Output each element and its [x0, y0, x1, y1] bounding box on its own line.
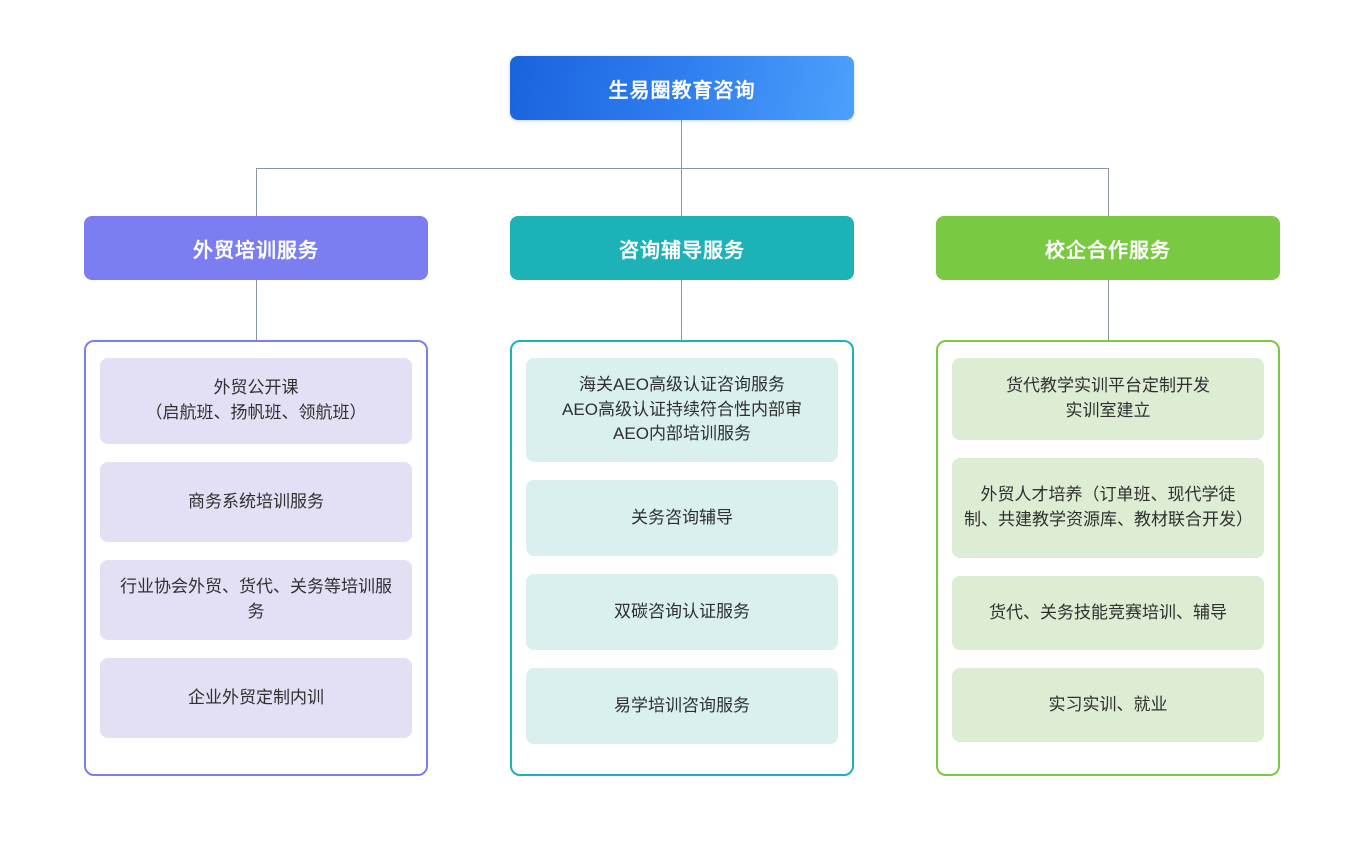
- connector-horizontal-bus: [256, 168, 1108, 169]
- connector-root-vertical: [681, 120, 682, 168]
- item-school-enterprise-2[interactable]: 货代、关务技能竞赛培训、辅导: [952, 576, 1264, 650]
- branch-box-school-enterprise: 货代教学实训平台定制开发 实训室建立 外贸人才培养（订单班、现代学徒制、共建教学…: [936, 340, 1280, 776]
- branch-header-school-enterprise[interactable]: 校企合作服务: [936, 216, 1280, 280]
- item-consulting-2[interactable]: 双碳咨询认证服务: [526, 574, 838, 650]
- branch-header-training[interactable]: 外贸培训服务: [84, 216, 428, 280]
- connector-branch-middle-vertical: [681, 168, 682, 216]
- item-consulting-3[interactable]: 易学培训咨询服务: [526, 668, 838, 744]
- item-training-2[interactable]: 行业协会外贸、货代、关务等培训服务: [100, 560, 412, 640]
- item-school-enterprise-0[interactable]: 货代教学实训平台定制开发 实训室建立: [952, 358, 1264, 440]
- branch-box-consulting: 海关AEO高级认证咨询服务 AEO高级认证持续符合性内部审 AEO内部培训服务 …: [510, 340, 854, 776]
- item-training-0[interactable]: 外贸公开课 （启航班、扬帆班、领航班）: [100, 358, 412, 444]
- item-training-1[interactable]: 商务系统培训服务: [100, 462, 412, 542]
- item-school-enterprise-1[interactable]: 外贸人才培养（订单班、现代学徒制、共建教学资源库、教材联合开发）: [952, 458, 1264, 558]
- item-consulting-0[interactable]: 海关AEO高级认证咨询服务 AEO高级认证持续符合性内部审 AEO内部培训服务: [526, 358, 838, 462]
- connector-branch-left-vertical: [256, 168, 257, 216]
- branch-header-consulting[interactable]: 咨询辅导服务: [510, 216, 854, 280]
- connector-branch-right-vertical: [1108, 168, 1109, 216]
- branch-box-training: 外贸公开课 （启航班、扬帆班、领航班） 商务系统培训服务 行业协会外贸、货代、关…: [84, 340, 428, 776]
- connector-left-to-box: [256, 280, 257, 340]
- connector-middle-to-box: [681, 280, 682, 340]
- item-consulting-1[interactable]: 关务咨询辅导: [526, 480, 838, 556]
- connector-right-to-box: [1108, 280, 1109, 340]
- item-training-3[interactable]: 企业外贸定制内训: [100, 658, 412, 738]
- root-node-company[interactable]: 生易圈教育咨询: [510, 56, 854, 120]
- item-school-enterprise-3[interactable]: 实习实训、就业: [952, 668, 1264, 742]
